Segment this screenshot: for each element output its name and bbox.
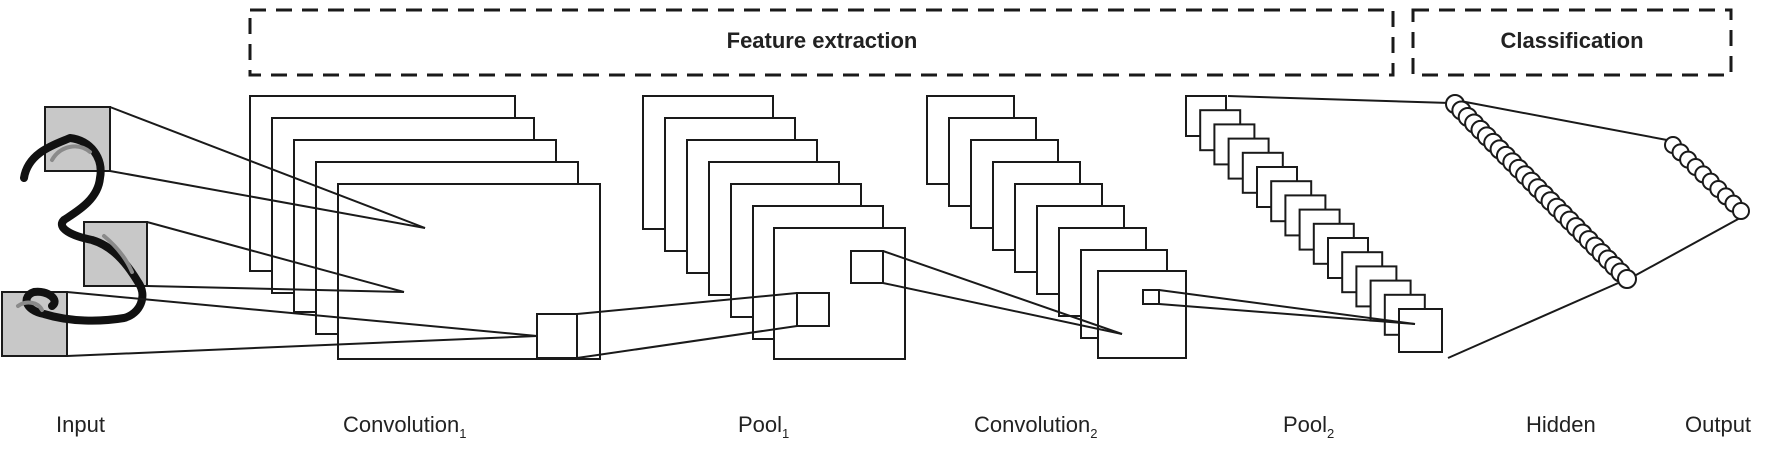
pool1-label-subscript: 1 [782,426,789,441]
stage-labels: Input Convolution1 Pool1 Convolution2 Po… [56,412,1751,441]
projection-line [66,291,538,337]
projection-line [882,250,1123,335]
input-to-conv1-projections [66,106,538,357]
input-label: Input [56,412,105,437]
hidden-neuron [1617,269,1637,289]
pool1-label: Pool1 [738,412,789,441]
conv2-feature-maps [926,95,1187,359]
projection-line [146,221,405,293]
projection-line [882,282,1123,335]
connection-line [1447,279,1626,359]
output-label: Output [1685,412,1751,437]
conv2-to-pool2-projections [1158,289,1416,325]
input-digit-highlight [16,144,134,312]
projection-line [576,325,798,359]
conv2-label: Convolution2 [974,412,1097,441]
projection-line [109,170,426,229]
pool1-feature-maps [642,95,906,360]
pool1-cell [796,292,830,327]
feature-extraction-box [248,8,1395,77]
conv1-label: Convolution1 [343,412,466,441]
conv1-label-text: Convolution [343,412,459,437]
classification-label: Classification [1500,28,1643,53]
pool2-feature-maps [1185,95,1443,353]
pool1-cell [850,250,884,284]
projection-line [109,106,426,229]
connection-line [1454,99,1668,141]
conv1-receptive-cell [536,313,578,359]
pool2-label-subscript: 2 [1327,426,1334,441]
conv2-label-text: Convolution [974,412,1090,437]
connection-line [1227,95,1451,104]
hidden-label: Hidden [1526,412,1596,437]
projection-line [1158,303,1416,325]
connection-line [1626,217,1741,281]
conv2-map [1097,270,1187,359]
input-digit-stroke [20,134,147,325]
input-image [1,106,148,357]
projection-line [66,335,538,357]
conv2-cell [1142,289,1160,305]
projection-line [576,292,798,315]
classification-box [1411,8,1733,77]
output-neurons [1664,136,1750,220]
pool2-label: Pool2 [1283,412,1334,441]
conv1-to-pool1-projections [576,292,798,359]
classification-group: Classification [1411,8,1733,77]
conv1-label-subscript: 1 [459,426,466,441]
pool1-to-conv2-projections [882,250,1123,335]
output-neuron [1732,202,1750,220]
feature-extraction-group: Feature extraction [248,8,1395,77]
projection-line [146,285,405,293]
projection-line [1158,289,1416,325]
conv2-label-subscript: 2 [1090,426,1097,441]
pool1-label-text: Pool [738,412,782,437]
hidden-neurons [1445,94,1637,289]
feature-extraction-label: Feature extraction [727,28,918,53]
fc-connections [1227,95,1741,359]
pool2-label-text: Pool [1283,412,1327,437]
pool2-map [1398,308,1443,353]
